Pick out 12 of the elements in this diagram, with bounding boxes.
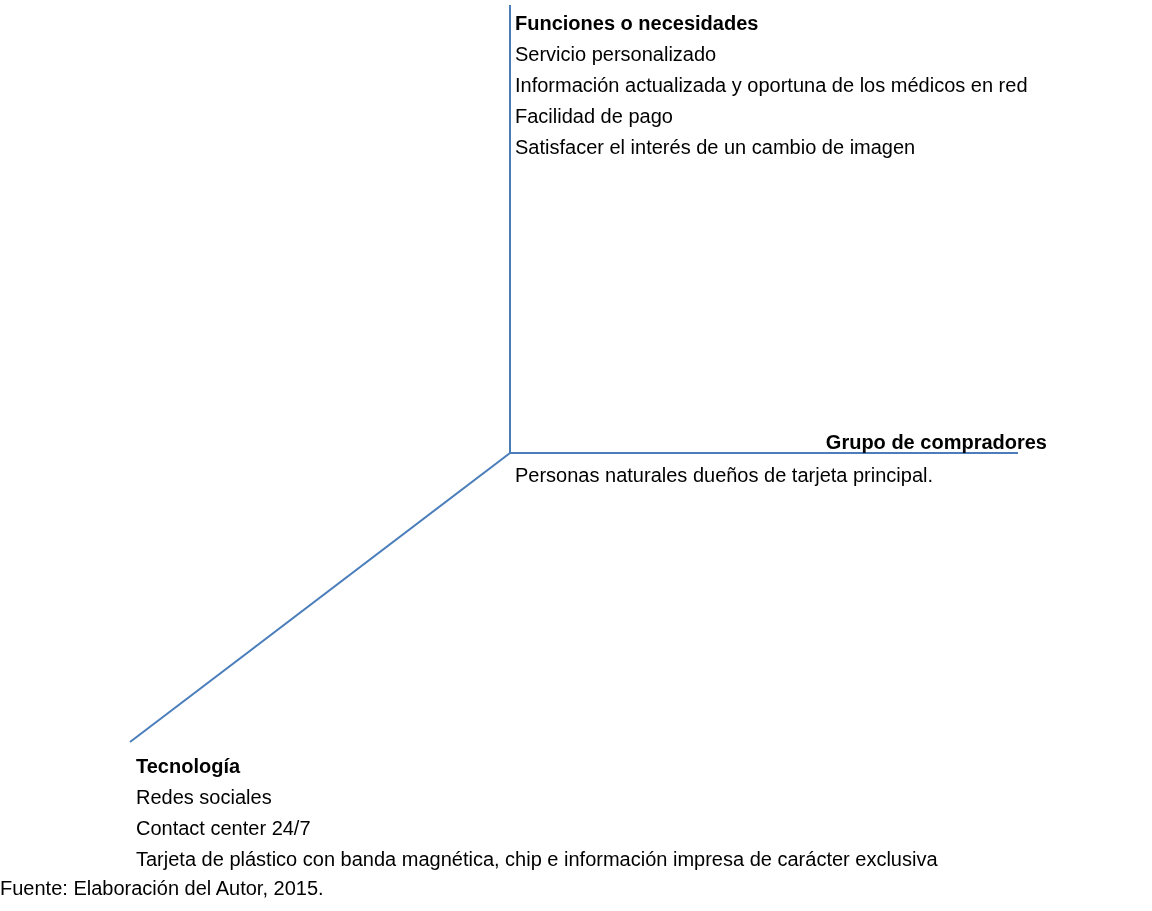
axis-heading: Funciones o necesidades <box>515 11 759 35</box>
item-text: Personas naturales dueños de tarjeta principal. <box>515 463 934 487</box>
axis-heading: Grupo de compradores <box>825 430 1047 454</box>
item-text: Contact center 24/7 <box>136 816 311 840</box>
item-text: Tarjeta de plástico con banda magnética, chip e información impresa de carácter exclusiva <box>136 847 938 871</box>
item-text: Facilidad de pago <box>515 104 673 128</box>
item-text: Satisfacer el interés de un cambio de imagen <box>515 135 916 159</box>
caption: Fuente: Elaboración del Autor, 2015. <box>0 876 324 900</box>
axis-heading: Tecnología <box>136 754 241 778</box>
item-text: Información actualizada y oportuna de los médicos en red <box>515 73 1028 97</box>
item-text: Redes sociales <box>136 785 272 809</box>
item-text: Servicio personalizado <box>515 42 717 66</box>
